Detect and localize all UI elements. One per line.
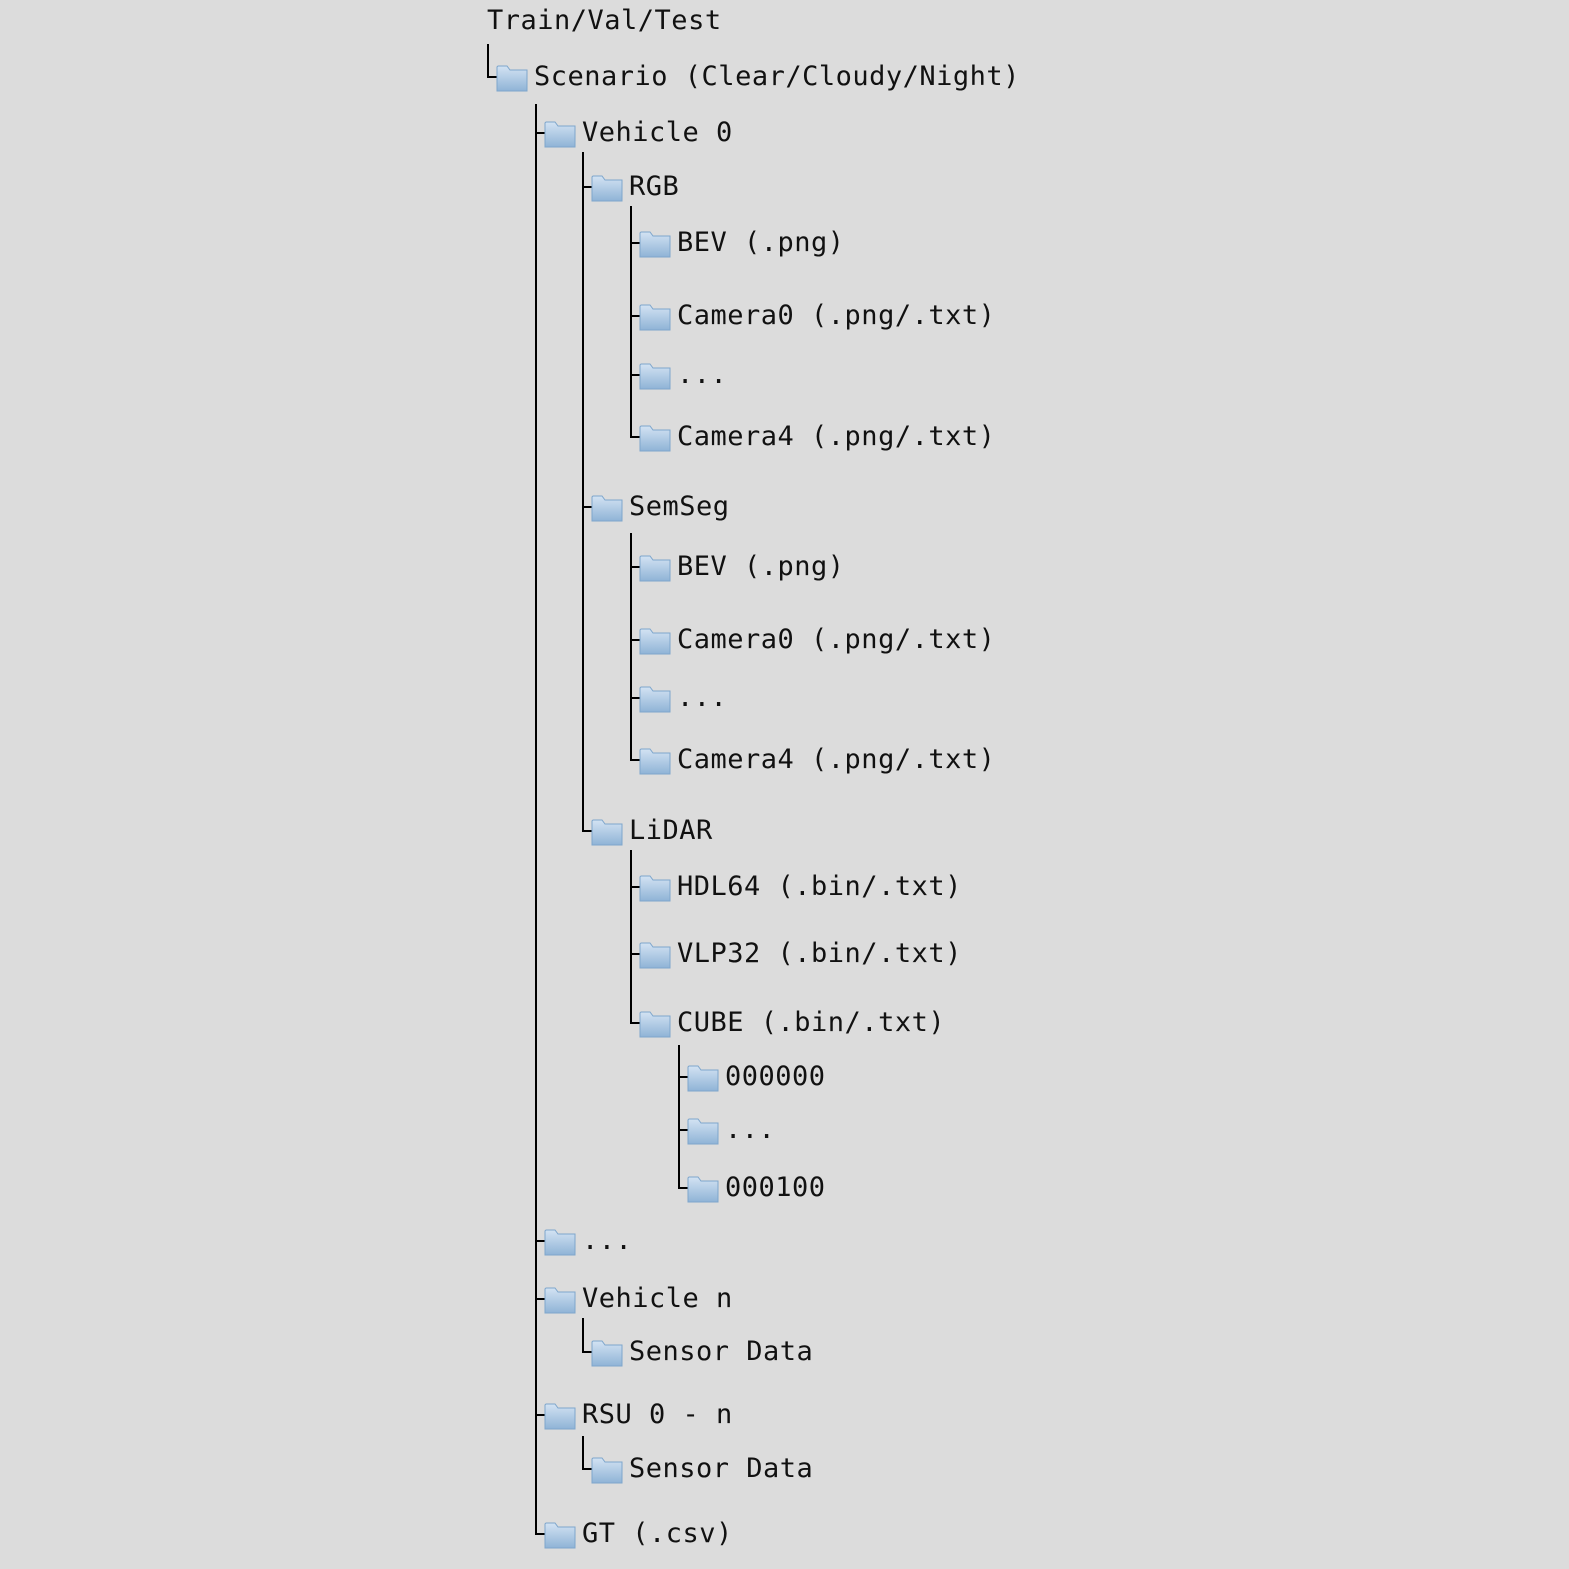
tree-node-label: Sensor Data (629, 1336, 814, 1367)
tree-node-label: Camera0 (.png/.txt) (677, 300, 996, 331)
connector-line (678, 1187, 690, 1189)
connector-line (678, 1129, 690, 1131)
folder-icon (591, 175, 623, 202)
folder-icon (591, 819, 623, 846)
folder-icon (544, 121, 576, 148)
folder-icon (544, 1522, 576, 1549)
tree-node-label: ... (677, 682, 728, 713)
folder-icon (544, 1229, 576, 1256)
connector-line (535, 1240, 547, 1242)
tree-node-label: Vehicle n (582, 1283, 733, 1314)
tree-node-label: GT (.csv) (582, 1518, 733, 1549)
connector-line (630, 850, 632, 1023)
connector-line (535, 1298, 547, 1300)
folder-icon (639, 363, 671, 390)
tree-node-label: Camera4 (.png/.txt) (677, 421, 996, 452)
connector-line (630, 759, 642, 761)
connector-line (582, 152, 584, 831)
tree-node-label: HDL64 (.bin/.txt) (677, 871, 962, 902)
folder-icon (639, 425, 671, 452)
connector-line (630, 639, 642, 641)
connector-line (487, 44, 489, 77)
folder-icon (639, 686, 671, 713)
folder-icon (687, 1065, 719, 1092)
connector-line (582, 506, 594, 508)
tree-node-label: 000000 (725, 1061, 826, 1092)
folder-icon (591, 1340, 623, 1367)
connector-line (630, 697, 642, 699)
tree-node-label: ... (677, 359, 728, 390)
connector-line (630, 315, 642, 317)
connector-line (630, 566, 642, 568)
connector-line (582, 830, 594, 832)
connector-line (630, 206, 632, 437)
connector-line (582, 1468, 594, 1470)
connector-line (582, 1351, 594, 1353)
folder-icon (687, 1176, 719, 1203)
tree-node-label: BEV (.png) (677, 551, 845, 582)
connector-line (535, 132, 547, 134)
folder-icon (496, 65, 528, 92)
folder-icon (639, 555, 671, 582)
connector-line (535, 1414, 547, 1416)
tree-node-label: LiDAR (629, 815, 713, 846)
connector-line (630, 1022, 642, 1024)
connector-line (582, 186, 594, 188)
folder-icon (639, 748, 671, 775)
folder-icon (639, 304, 671, 331)
tree-node-label: VLP32 (.bin/.txt) (677, 938, 962, 969)
tree-root-label: Train/Val/Test (487, 5, 722, 36)
tree-node-label: BEV (.png) (677, 227, 845, 258)
folder-icon (639, 231, 671, 258)
tree-node-label: 000100 (725, 1172, 826, 1203)
tree-node-label: ... (725, 1114, 776, 1145)
folder-icon (639, 942, 671, 969)
tree-node-label: RSU 0 - n (582, 1399, 733, 1430)
connector-line (487, 76, 499, 78)
folder-icon (544, 1287, 576, 1314)
folder-icon (544, 1403, 576, 1430)
folder-icon (687, 1118, 719, 1145)
connector-line (678, 1045, 680, 1188)
connector-line (630, 886, 642, 888)
connector-line (630, 533, 632, 760)
folder-icon (639, 875, 671, 902)
tree-node-label: RGB (629, 171, 680, 202)
connector-line (630, 242, 642, 244)
tree-node-label: ... (582, 1225, 633, 1256)
folder-icon (639, 1011, 671, 1038)
tree-node-label: Sensor Data (629, 1453, 814, 1484)
connector-line (535, 104, 537, 1535)
tree-node-label: Scenario (Clear/Cloudy/Night) (534, 61, 1020, 92)
tree-node-label: SemSeg (629, 491, 730, 522)
connector-line (582, 1318, 584, 1352)
connector-line (630, 374, 642, 376)
tree-node-label: Camera4 (.png/.txt) (677, 744, 996, 775)
folder-icon (591, 495, 623, 522)
connector-line (535, 1533, 547, 1535)
connector-line (630, 436, 642, 438)
connector-line (630, 953, 642, 955)
tree-node-label: CUBE (.bin/.txt) (677, 1007, 946, 1038)
folder-icon (639, 628, 671, 655)
connector-line (582, 1436, 584, 1469)
tree-node-label: Camera0 (.png/.txt) (677, 624, 996, 655)
connector-line (678, 1076, 690, 1078)
tree-node-label: Vehicle 0 (582, 117, 733, 148)
folder-icon (591, 1457, 623, 1484)
